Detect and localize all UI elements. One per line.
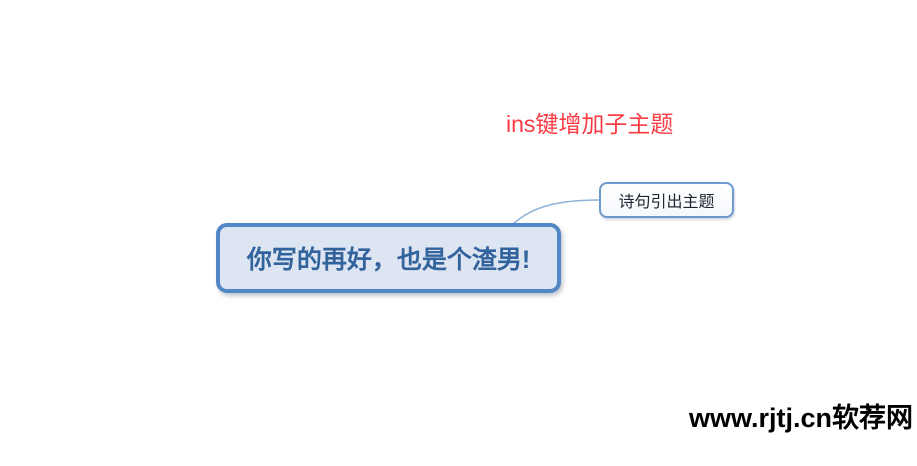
- watermark: www.rjtj.cn软荐网: [688, 403, 913, 433]
- subtopic-node-label: 诗句引出主题: [618, 194, 715, 211]
- root-topic-node-label: 你写的再好，也是个渣男!: [246, 246, 531, 274]
- annotation-text: ins键增加子主题: [506, 111, 674, 137]
- root-topic-node[interactable]: 你写的再好，也是个渣男!: [216, 223, 561, 293]
- subtopic-node[interactable]: 诗句引出主题: [599, 182, 734, 218]
